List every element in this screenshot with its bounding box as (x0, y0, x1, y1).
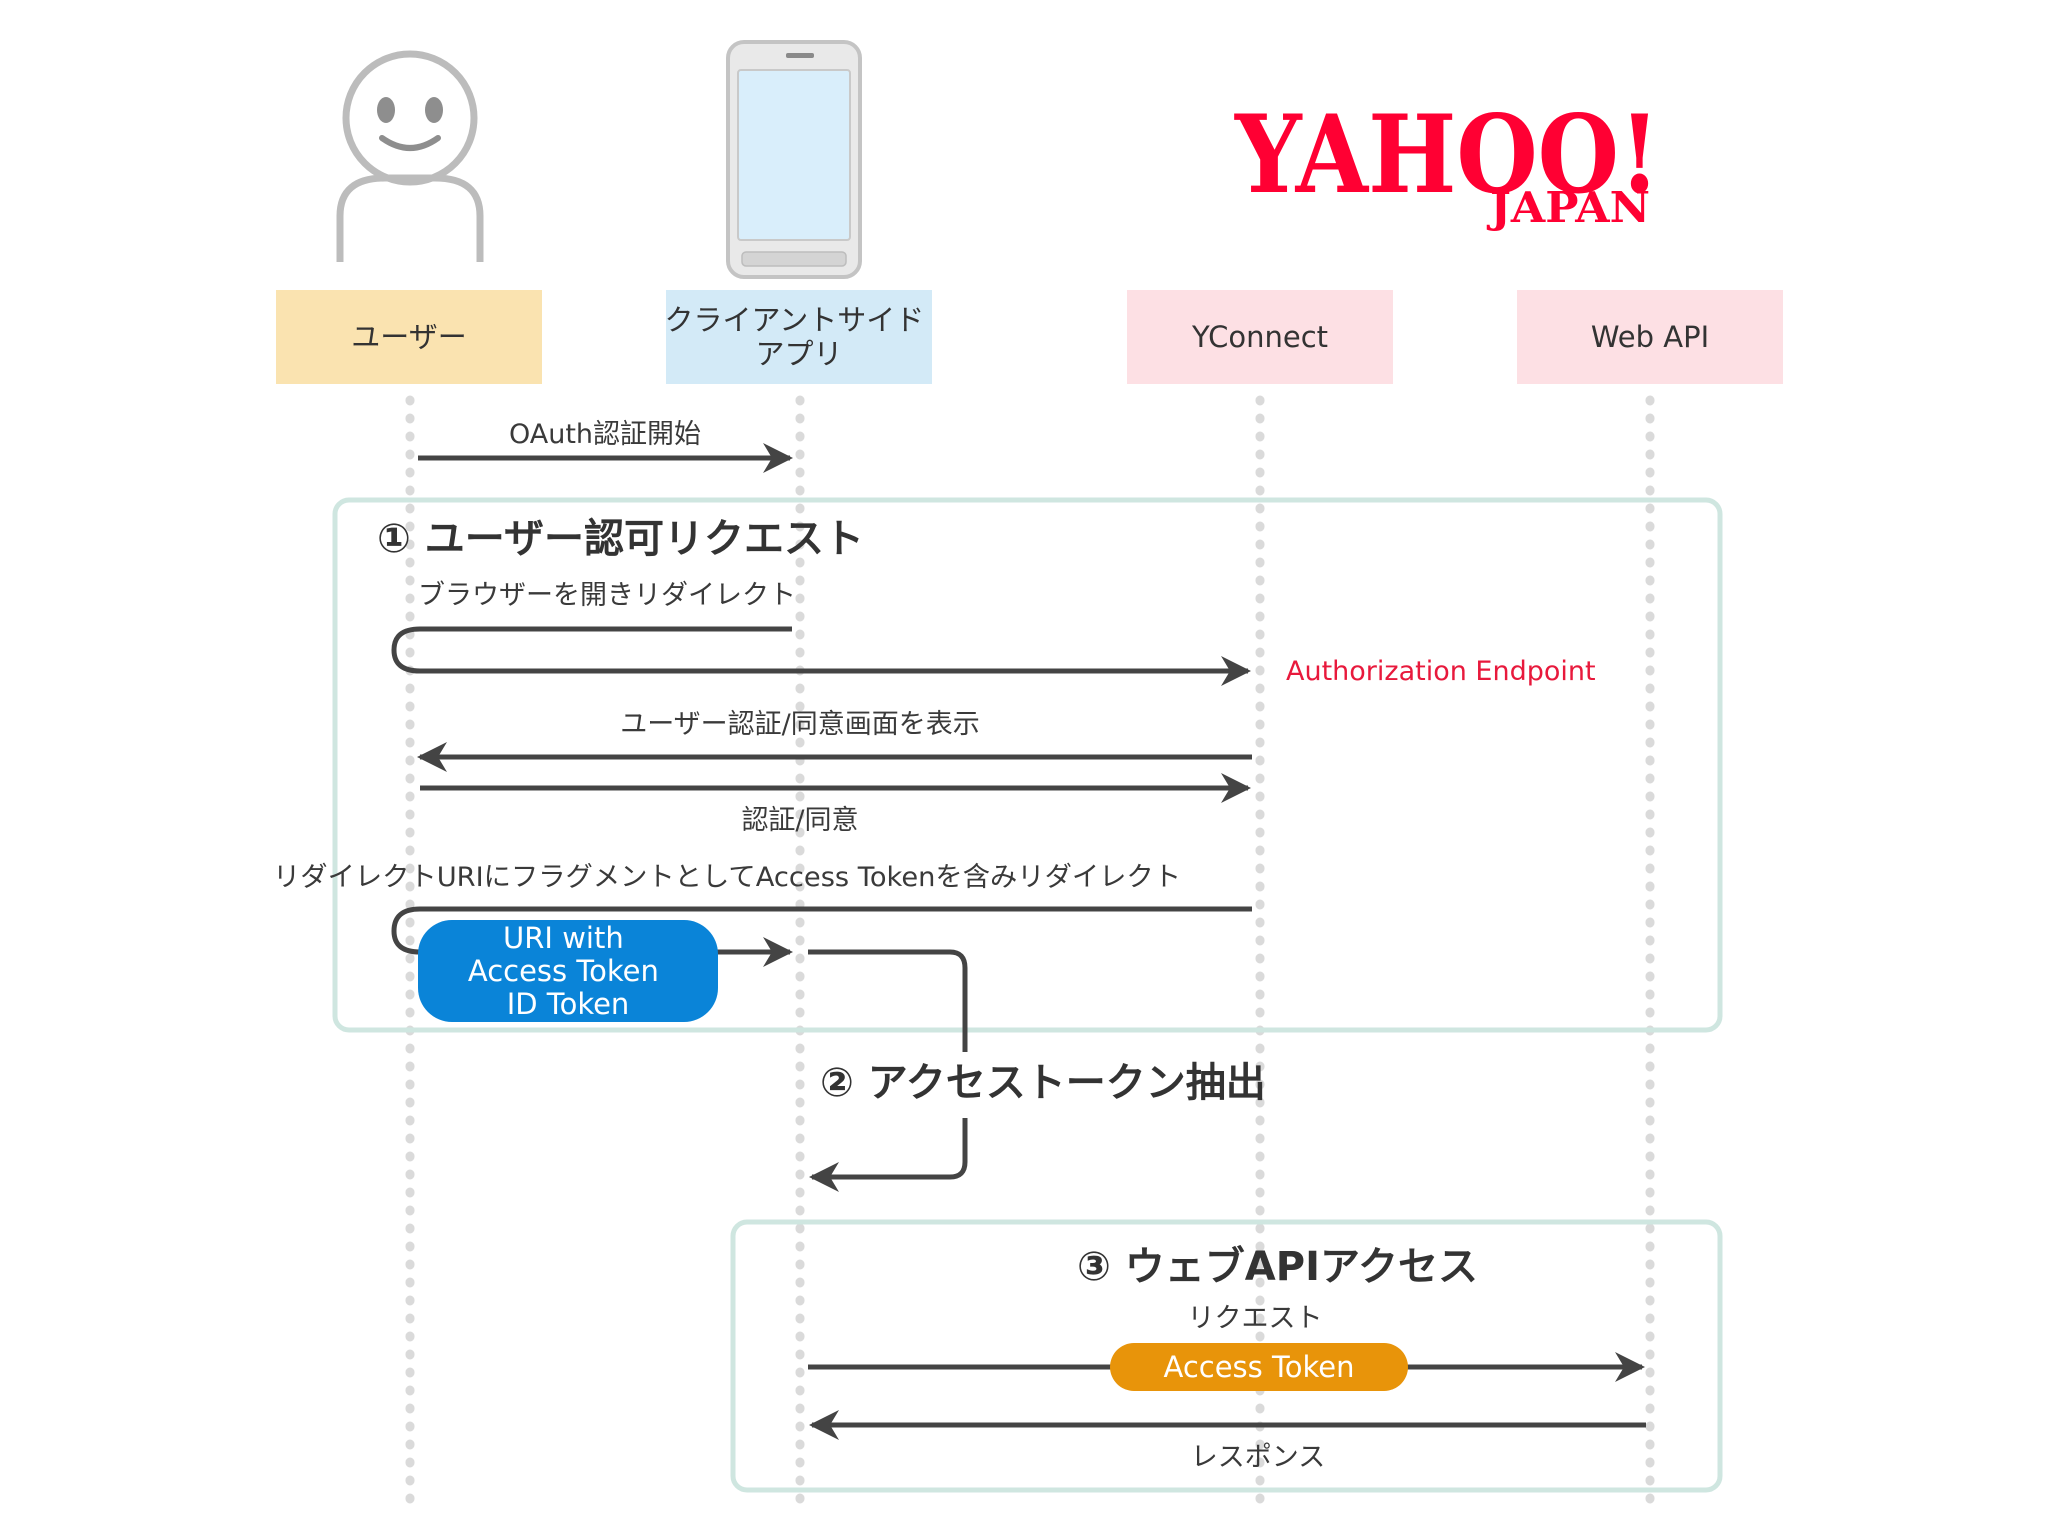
logo-main-text: YAHOO! (1234, 92, 1660, 218)
label-authorization-endpoint: Authorization Endpoint (1286, 656, 1596, 687)
user-icon (336, 50, 484, 262)
step2-connector-top (808, 949, 968, 1052)
actor-label-client: クライアントサイド アプリ (664, 303, 933, 371)
actor-label-yconnect: YConnect (1191, 320, 1328, 354)
label-browser-redirect: ブラウザーを開きリダイレクト (418, 580, 796, 611)
actor-label-user: ユーザー (351, 320, 466, 354)
arrow-fragment-redirect (391, 906, 1252, 967)
uri-token-badge: URI with Access Token ID Token (418, 920, 718, 1022)
label-fragment-redirect: リダイレクトURIにフラグメントとしてAccess Tokenを含みリダイレクト (273, 862, 1181, 893)
step1-title: ① ユーザー認可リクエスト (377, 516, 864, 562)
actor-label-webapi: Web API (1591, 320, 1709, 354)
label-request: リクエスト (1188, 1303, 1323, 1334)
smartphone-icon (726, 40, 862, 279)
actor-client-app: クライアントサイド アプリ (664, 290, 933, 384)
actor-user: ユーザー (276, 290, 542, 384)
access-token-badge: Access Token (1110, 1343, 1408, 1391)
svg-text:URI with Access Token: URI with Access Token ID Token (468, 921, 668, 1021)
label-auth-consent: 認証/同意 (741, 805, 858, 836)
arrow-step2-return (809, 1118, 968, 1192)
yahoo-japan-logo: YAHOO! JAPAN (1234, 92, 1660, 232)
step2-title: ② アクセストークン抽出 (820, 1060, 1266, 1106)
logo-sub-text: JAPAN (1486, 183, 1650, 232)
actor-yconnect: YConnect (1127, 290, 1393, 384)
arrow-browser-redirect (391, 626, 1251, 686)
step3-title: ③ ウェブAPIアクセス (1077, 1244, 1478, 1290)
label-response: レスポンス (1191, 1442, 1325, 1473)
label-show-consent: ユーザー認証/同意画面を表示 (620, 709, 980, 740)
step3-frame (730, 1219, 1723, 1493)
lifelines (405, 395, 1655, 1510)
label-oauth-start: OAuth認証開始 (509, 419, 701, 450)
actor-webapi: Web API (1517, 290, 1783, 384)
svg-text:Access Token: Access Token (1163, 1350, 1354, 1384)
step1-frame (332, 497, 1723, 1033)
